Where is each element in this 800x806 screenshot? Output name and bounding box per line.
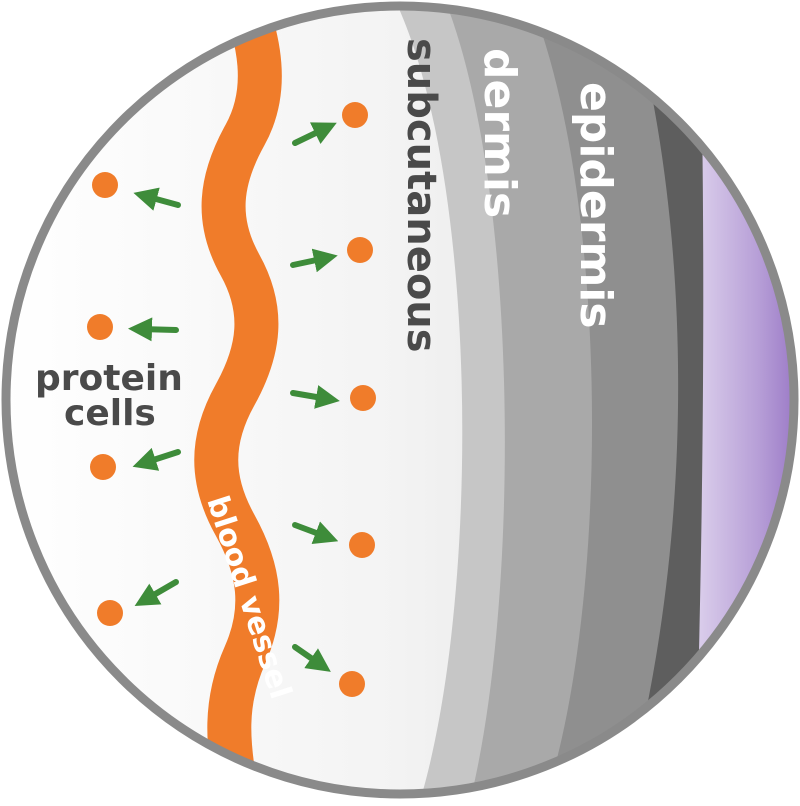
arrow-icon — [132, 447, 181, 471]
cells-right — [339, 102, 376, 697]
label-protein: protein — [35, 358, 183, 399]
protein-cell — [349, 532, 375, 558]
arrow-icon — [290, 248, 338, 273]
arrow-icon — [290, 385, 340, 409]
protein-cell — [339, 671, 365, 697]
label-cells: cells — [64, 393, 156, 434]
protein-cell — [90, 454, 116, 480]
protein-cell — [347, 237, 373, 263]
protein-cell — [350, 385, 376, 411]
protein-cell — [342, 102, 368, 128]
protein-cell — [92, 172, 118, 198]
arrow-icon — [292, 521, 339, 545]
cells-left — [87, 172, 123, 626]
label-epidermis: epidermis — [570, 82, 621, 329]
arrow-icon — [134, 579, 179, 607]
protein-cell — [97, 600, 123, 626]
arrows — [128, 122, 340, 672]
arrow-icon — [292, 644, 331, 672]
blood-vessel — [194, 6, 282, 794]
arrow-icon — [292, 122, 337, 146]
protein-cell — [87, 314, 113, 340]
arrow-icon — [133, 187, 181, 211]
label-subcutaneous: subcutaneous — [398, 38, 444, 353]
skin-surface — [695, 6, 794, 794]
label-dermis: dermis — [474, 48, 525, 218]
arrow-icon — [128, 317, 179, 342]
